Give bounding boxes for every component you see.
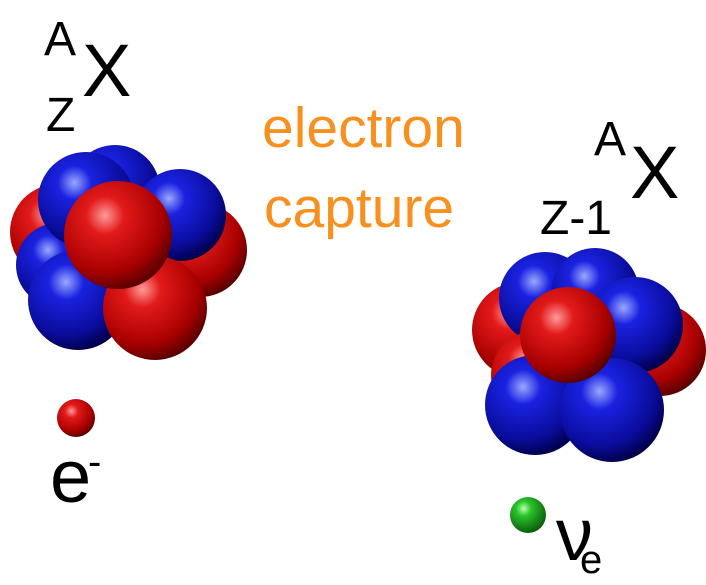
parent-mass-number: A [44,13,77,66]
parent-nucleus [10,145,247,360]
daughter-nucleus [472,248,706,462]
electron-sphere [57,399,95,437]
daughter-element-symbol: X [630,131,680,214]
parent-atomic-number: Z [46,89,76,142]
neutrino-symbol: ν [556,493,593,576]
electron-symbol: e [50,435,92,518]
reaction-label-line1: electron [262,96,465,160]
neutron-sphere [560,358,664,462]
reaction-label-line2: capture [264,176,455,240]
electron-charge: - [88,440,102,484]
neutrino-subscript: e [580,538,603,582]
proton-sphere [520,287,616,383]
daughter-atomic-number: Z-1 [540,192,612,245]
proton-sphere [64,181,172,289]
parent-element-symbol: X [82,29,132,112]
neutrino-sphere [510,497,546,533]
daughter-mass-number: A [594,113,627,166]
